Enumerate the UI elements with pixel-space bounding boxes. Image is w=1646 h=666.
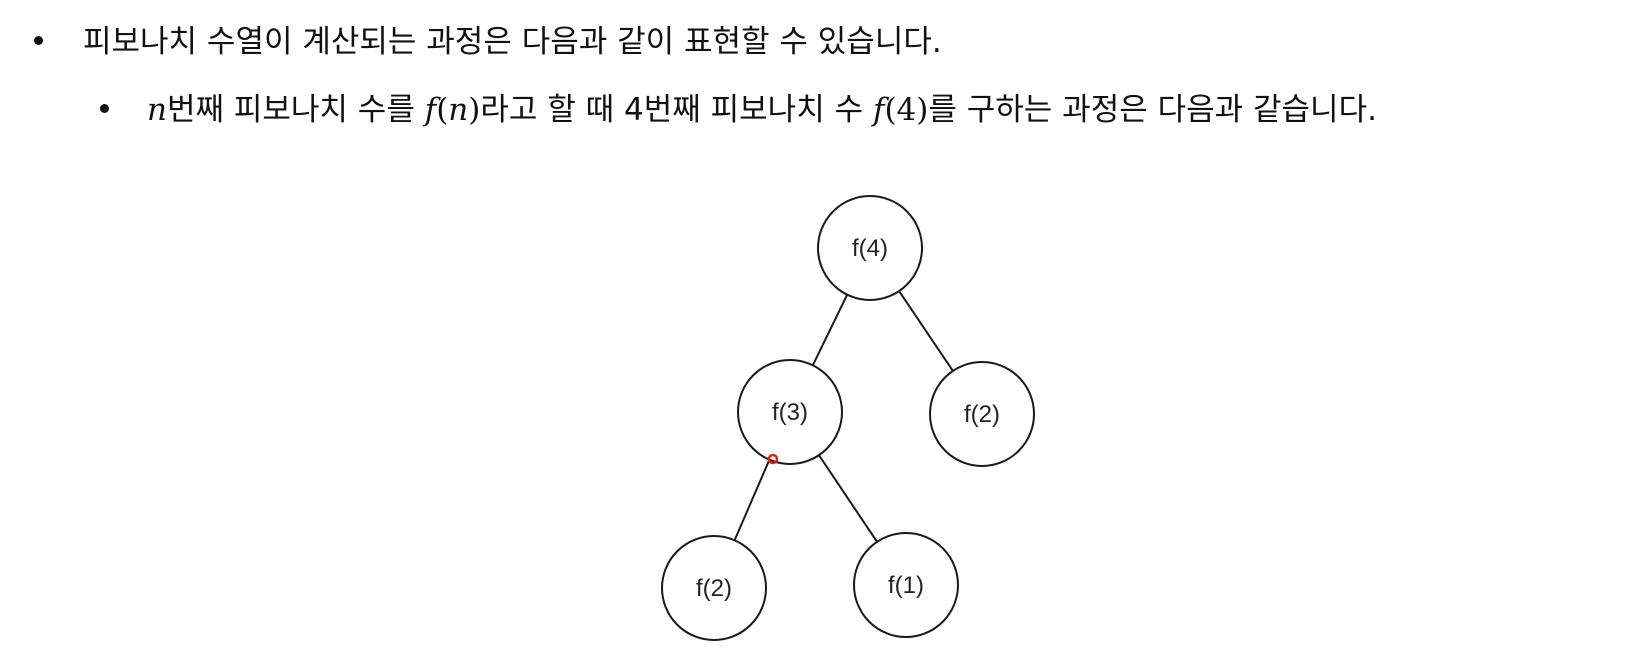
tree-node-f3: f(3): [737, 359, 843, 465]
tree-node-label: f(2): [696, 575, 732, 602]
tree-node-label: f(1): [888, 572, 924, 599]
math-f-of-4: f(4): [872, 92, 929, 128]
bullet-text-2c: 를 구하는 과정은 다음과 같습니다.: [928, 92, 1377, 128]
tree-edge-f3-f2_left: [733, 458, 771, 542]
bullet-item-2: n번째 피보나치 수를 f(n)라고 할 때 4번째 피보나치 수 f(4)를 …: [100, 90, 1377, 130]
tree-edge-f4-f3: [811, 293, 849, 367]
cursor-dot-icon: [767, 453, 779, 465]
tree-edges: [733, 290, 954, 543]
bullet-item-1: 피보나치 수열이 계산되는 과정은 다음과 같이 표현할 수 있습니다.: [34, 22, 942, 62]
tree-node-label: f(2): [964, 401, 1000, 428]
tree-node-f2_right: f(2): [929, 361, 1035, 467]
bullet-dot-icon: [100, 104, 109, 113]
tree-node-f1: f(1): [853, 532, 959, 638]
math-n: n: [147, 92, 167, 128]
bullet-text-2b: 라고 할 때 4번째 피보나치 수: [480, 92, 873, 128]
bullet-text-2a: 번째 피보나치 수를: [166, 92, 425, 128]
tree-node-circle: [853, 532, 959, 638]
tree-node-f2_left: f(2): [661, 535, 767, 641]
tree-node-label: f(3): [772, 399, 808, 426]
tree-node-f4: f(4): [817, 195, 923, 301]
math-f-of-n: f(n): [424, 92, 481, 128]
tree-nodes: f(4) f(3) f(2) f(2) f(1): [661, 195, 1035, 641]
bullet-text-1: 피보나치 수열이 계산되는 과정은 다음과 같이 표현할 수 있습니다.: [83, 24, 942, 60]
tree-node-circle: [929, 361, 1035, 467]
tree-node-circle: [817, 195, 923, 301]
tree-edge-f4-f2_right: [898, 290, 954, 372]
tree-node-label: f(4): [852, 235, 888, 262]
tree-edge-f3-f1: [817, 454, 879, 543]
bullet-dot-icon: [34, 36, 43, 45]
tree-node-circle: [661, 535, 767, 641]
tree-node-circle: [737, 359, 843, 465]
